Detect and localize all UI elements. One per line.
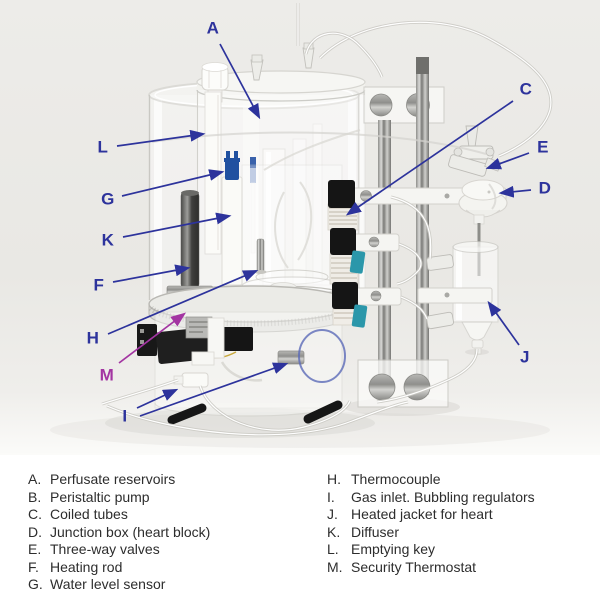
legend-text: Junction box (heart block) (50, 523, 211, 540)
legend-key: K. (327, 523, 341, 540)
part-label-l: L (97, 137, 109, 157)
legend-key: E. (28, 541, 42, 557)
legend-text: Perfusate reservoirs (50, 471, 176, 487)
legend-text: Heating rod (50, 558, 123, 575)
part-label-h: H (86, 328, 100, 348)
arrow-m (118, 312, 187, 364)
arrow-h (107, 270, 259, 335)
luer-connector-upper (426, 254, 454, 271)
clamp-2 (330, 228, 356, 255)
water-level-sensor (221, 151, 243, 286)
jacket-shelf-arm (417, 287, 493, 304)
arrow-d (498, 185, 532, 198)
drain-elbow (191, 317, 225, 366)
legend-key: B. (28, 488, 42, 505)
legend-item: G. Water level sensor (28, 576, 210, 594)
arrow-c (345, 100, 514, 216)
arrow-a (219, 43, 261, 120)
legend: A. Perfusate reservoirs B. Peristaltic pum… (0, 471, 600, 611)
legend-key: M. (327, 558, 343, 575)
legend-item: A. Perfusate reservoirs (28, 471, 210, 489)
teal-stopcock-2 (351, 304, 368, 328)
legend-key: A. (28, 471, 42, 487)
part-label-d: D (538, 178, 552, 198)
legend-text: Three-way valves (50, 541, 160, 557)
legend-item: L. Emptying key (327, 541, 535, 559)
legend-text: Emptying key (351, 541, 436, 557)
clamp-1 (328, 180, 355, 208)
arrow-i2 (139, 362, 289, 417)
lower-housing (137, 311, 346, 425)
legend-key: J. (327, 506, 338, 522)
arrow-l (116, 129, 206, 147)
arrow-k (122, 212, 232, 238)
tubing (101, 3, 553, 437)
teal-stopcock-1 (349, 250, 366, 274)
heated-jacket (452, 240, 499, 355)
legend-key: G. (28, 576, 43, 592)
heart-chamber (238, 164, 346, 307)
blue-tube-loop (298, 329, 346, 383)
legend-key: D. (28, 523, 42, 540)
label-arrows (107, 43, 532, 417)
arrow-f (112, 264, 191, 283)
bubbling-regulator-fitting (277, 350, 305, 365)
luer-connector-lower (426, 311, 454, 330)
legend-text: Water level sensor (50, 576, 166, 592)
legend-text: Coiled tubes (50, 506, 128, 522)
foam-insulation (167, 400, 343, 425)
legend-item: F. Heating rod (28, 559, 210, 577)
legend-text: Security Thermostat (351, 558, 477, 575)
legend-item: B. Peristaltic pump (28, 489, 210, 507)
part-label-g: G (101, 189, 115, 209)
legend-column-left: A. Perfusate reservoirs B. Peristaltic pum… (28, 471, 210, 594)
part-label-k: K (101, 230, 115, 250)
legend-item: K. Diffuser (327, 524, 535, 542)
gas-inlet-fitting (173, 372, 209, 388)
part-label-m: M (99, 365, 115, 385)
arrow-j (487, 300, 520, 346)
legend-item: D. Junction box (heart block) (28, 524, 210, 542)
legend-text: Gas inlet. Bubbling regulators (351, 488, 535, 505)
right-assembly (417, 125, 508, 355)
legend-key: I. (327, 488, 335, 505)
legend-item: J. Heated jacket for heart (327, 506, 535, 524)
legend-item: H. Thermocouple (327, 471, 535, 489)
legend-key: F. (28, 558, 39, 575)
part-label-c: C (519, 79, 533, 99)
arrow-g (121, 169, 225, 197)
legend-text: Peristaltic pump (50, 488, 150, 505)
legend-item: C. Coiled tubes (28, 506, 210, 524)
legend-key: L. (327, 541, 339, 557)
apparatus-illustration (0, 0, 600, 455)
part-label-j: J (520, 347, 530, 367)
apparatus-photo: A L G K F H M I C E D J (0, 0, 600, 455)
arrow-i1 (136, 388, 179, 409)
legend-item: M. Security Thermostat (327, 559, 535, 577)
legend-item: I. Gas inlet. Bubbling regulators (327, 489, 535, 507)
legend-text: Heated jacket for heart (351, 506, 493, 522)
legend-text: Thermocouple (351, 471, 441, 487)
arrow-e (485, 152, 530, 170)
clamp-3 (332, 282, 358, 309)
part-label-i: I (122, 406, 128, 426)
legend-item: E. Three-way valves (28, 541, 210, 559)
legend-column-right: H. Thermocouple I. Gas inlet. Bubbling reg… (327, 471, 535, 576)
part-label-a: A (206, 18, 220, 38)
legend-key: H. (327, 471, 341, 487)
part-label-e: E (537, 137, 549, 157)
legend-text: Diffuser (351, 523, 399, 540)
legend-key: C. (28, 506, 42, 522)
part-label-f: F (93, 275, 105, 295)
